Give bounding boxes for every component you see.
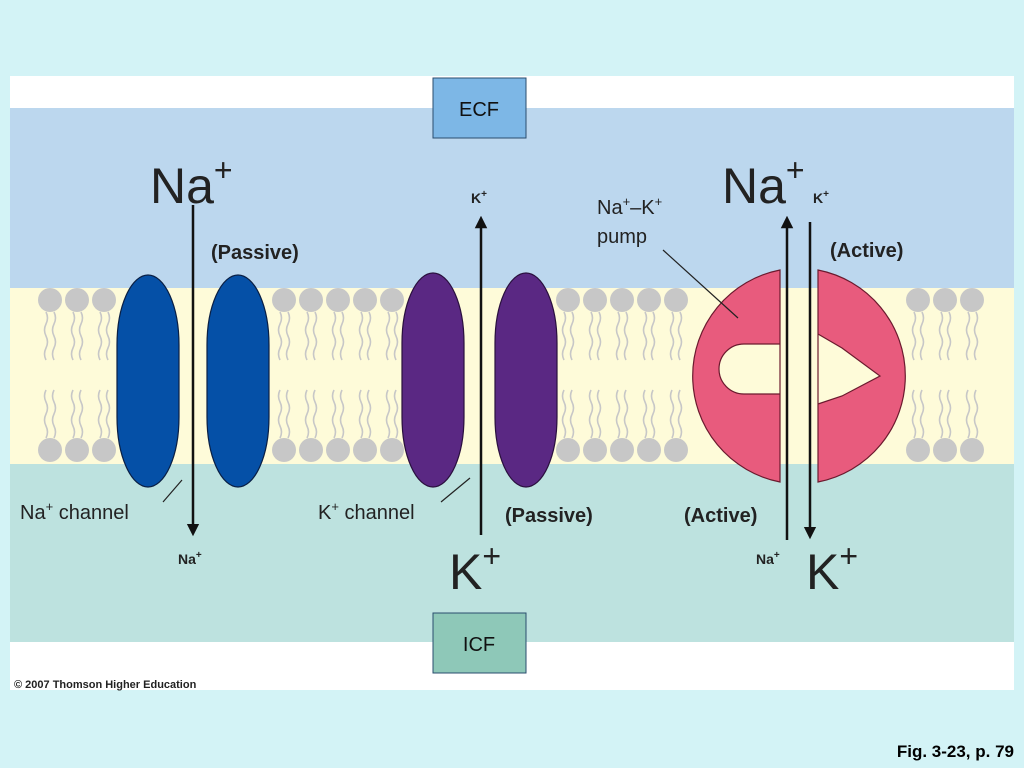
pump-k-bottom-ion: K+	[806, 538, 858, 600]
potassium-channel: K+ K+ channel (Passive) K+	[318, 189, 593, 600]
k-channel-right-subunit	[494, 272, 558, 488]
na-channel-leader	[162, 479, 183, 503]
k-channel-left-subunit	[401, 272, 465, 488]
k-channel-label: K+ channel	[318, 499, 415, 524]
na-passive-label: (Passive)	[211, 242, 299, 264]
pump-active-top-label: (Active)	[830, 240, 903, 262]
na-channel-right-subunit	[206, 274, 270, 488]
icf-region	[10, 464, 1014, 642]
pump-label-line2: pump	[597, 226, 647, 248]
pump-na-bottom-ion: Na+	[756, 550, 780, 567]
pump-na-top-ion: Na+	[722, 152, 805, 214]
k-passive-label: (Passive)	[505, 505, 593, 527]
k-channel-leader	[440, 477, 471, 503]
pump-leader	[662, 249, 739, 319]
ecf-box: ECF	[432, 77, 527, 139]
k-top-ion: K+	[471, 189, 487, 206]
sodium-channel: Na+ (Passive) Na+ channel Na+	[20, 152, 299, 567]
na-channel-left-subunit	[116, 274, 180, 488]
pump-label-line1: Na+–K+	[597, 194, 662, 219]
na-bottom-ion: Na+	[178, 550, 202, 567]
icf-box: ICF	[432, 612, 527, 674]
icf-label: ICF	[463, 634, 495, 656]
ecf-label: ECF	[459, 99, 499, 121]
pump-k-top-ion: K+	[813, 189, 829, 206]
k-bottom-ion: K+	[449, 538, 501, 600]
copyright-notice: © 2007 Thomson Higher Education	[14, 679, 197, 691]
figure-reference: Fig. 3-23, p. 79	[896, 742, 1014, 761]
na-channel-label: Na+ channel	[20, 499, 129, 524]
pump-right-half	[817, 269, 906, 483]
pump-left-half	[692, 269, 781, 483]
na-top-ion: Na+	[150, 152, 233, 214]
sodium-potassium-pump: Na+–K+ pump Na+ K+ (Active) (Active) Na+…	[597, 152, 906, 600]
pump-active-bottom-label: (Active)	[684, 505, 757, 527]
